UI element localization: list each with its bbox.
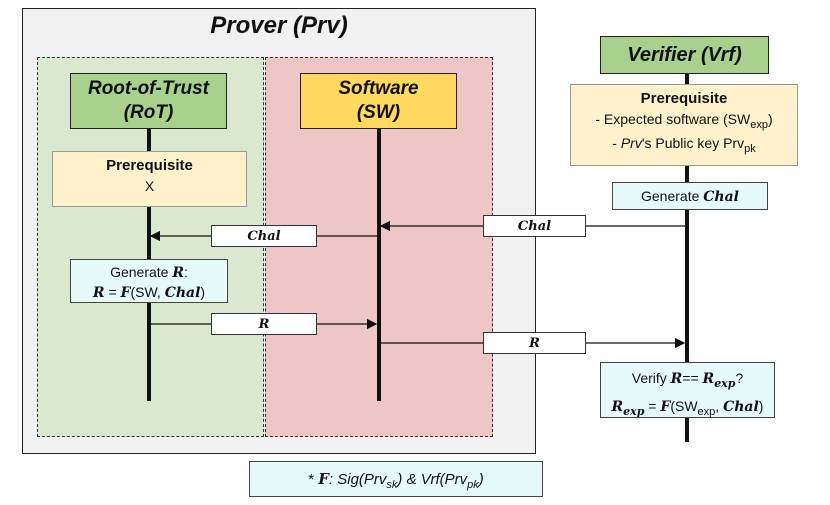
chal-label-vrf-sw: Chal <box>483 215 586 237</box>
verifier-prereq-line2: - Prv's Public key Prvpk <box>612 134 756 155</box>
verifier-prereq-line1: - Expected software (SWexp) <box>595 111 773 131</box>
verify-box: Verify R== Rexp? Rexp = F(SWexp, Chal) <box>600 362 775 418</box>
verifier-header: Verifier (Vrf) <box>600 36 769 74</box>
rot-title-line1: Root-of-Trust <box>87 78 209 99</box>
rot-prereq-value: X <box>144 178 155 194</box>
verify-line2: Rexp = F(SWexp, Chal) <box>611 397 764 418</box>
r-label-rot-sw: R <box>211 313 317 335</box>
r-label-sw-vrf: R <box>483 332 586 354</box>
rot-prereq-title: Prerequisite <box>106 157 193 174</box>
verifier-prereq-title: Prerequisite <box>640 90 728 107</box>
generate-response-line2: R = F(SW, Chal) <box>92 284 206 301</box>
sw-title-line2: (SW) <box>356 102 401 123</box>
sw-header: Software (SW) <box>300 73 457 129</box>
chal-label-sw-rot: Chal <box>211 225 317 247</box>
footnote-box: * F: Sig(Prvsk) & Vrf(Prvpk) <box>249 461 543 497</box>
generate-chal-box: Generate Chal <box>612 182 768 210</box>
rot-prerequisite-box: Prerequisite X <box>52 151 247 207</box>
generate-response-box: Generate R: R = F(SW, Chal) <box>70 259 228 303</box>
rot-header: Root-of-Trust (RoT) <box>70 73 227 129</box>
sw-title-line1: Software <box>338 78 419 99</box>
generate-response-line1: Generate R: <box>110 264 188 281</box>
sw-lifeline <box>377 129 381 401</box>
prover-title: Prover (Prv) <box>210 12 348 39</box>
verifier-prerequisite-box: Prerequisite - Expected software (SWexp)… <box>570 84 798 166</box>
vrf-lifeline <box>685 74 689 442</box>
rot-title-line2: (RoT) <box>123 102 174 123</box>
verifier-title: Verifier (Vrf) <box>627 44 742 66</box>
verify-line1: Verify R== Rexp? <box>631 370 744 390</box>
